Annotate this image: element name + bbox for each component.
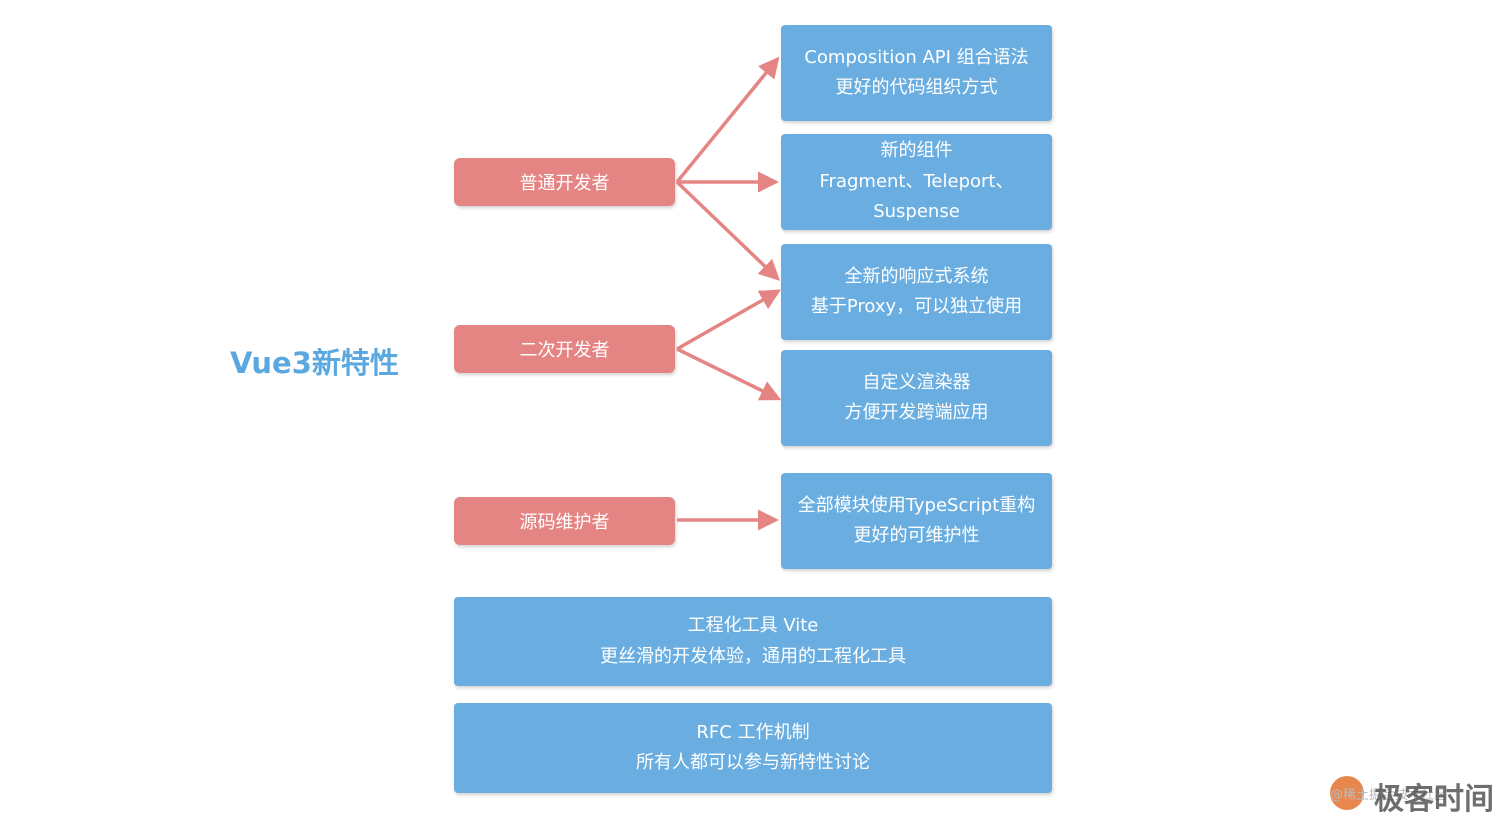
feature-composition-api: Composition API 组合语法 更好的代码组织方式 [781,25,1052,121]
feature-rfc-line-2: 所有人都可以参与新特性讨论 [636,752,870,773]
watermark-community: @稀土掘金技术社区 [1330,788,1448,803]
feature-renderer-line-2: 方便开发跨端应用 [844,402,989,423]
role-secondary-label: 二次开发者 [519,340,610,361]
feature-reactivity-line-1: 全新的响应式系统 [844,265,989,287]
watermark: @稀土掘金技术社区 极客时间 [1330,772,1510,817]
feature-typescript-line-1: 全部模块使用TypeScript重构 [797,494,1036,516]
feature-custom-renderer: 自定义渲染器 方便开发跨端应用 [781,350,1052,446]
arrow-secondary-to-reactivity [676,289,782,351]
feature-vite-line-2: 更丝滑的开发体验，通用的工程化工具 [600,645,906,667]
feature-components-line-3: Suspense [873,201,960,223]
arrow-secondary-to-renderer [676,347,782,401]
feature-typescript-line-2: 更好的可维护性 [853,525,980,546]
role-maintainer-label: 源码维护者 [519,512,610,533]
role-secondary-developer: 二次开发者 [454,325,675,373]
watermark-brand: 极客时间 [1374,782,1494,817]
feature-composition-line-2: 更好的代码组织方式 [835,77,998,98]
feature-reactivity-system: 全新的响应式系统 基于Proxy，可以独立使用 [781,244,1052,340]
diagram-title: Vue3新特性 [230,346,399,380]
feature-vite-line-1: 工程化工具 Vite [687,615,819,636]
arrow-normal-to-composition [675,56,780,184]
role-normal-developer: 普通开发者 [454,158,675,206]
feature-rfc-line-1: RFC 工作机制 [696,721,810,743]
arrow-normal-to-reactivity [675,180,781,281]
feature-rfc: RFC 工作机制 所有人都可以参与新特性讨论 [454,703,1052,793]
feature-new-components: 新的组件 Fragment、Teleport、 Suspense [781,134,1052,230]
feature-typescript-rewrite: 全部模块使用TypeScript重构 更好的可维护性 [781,473,1052,569]
feature-components-line-1: 新的组件 [880,140,953,162]
feature-renderer-line-1: 自定义渲染器 [862,371,971,393]
feature-components-line-2: Fragment、Teleport、 [819,170,1014,192]
role-source-maintainer: 源码维护者 [454,497,675,545]
role-normal-label: 普通开发者 [519,173,610,194]
brand-logo-icon [1330,776,1364,810]
feature-reactivity-line-2: 基于Proxy，可以独立使用 [810,296,1023,317]
feature-vite: 工程化工具 Vite 更丝滑的开发体验，通用的工程化工具 [454,597,1052,686]
feature-composition-line-1: Composition API 组合语法 [804,46,1029,68]
